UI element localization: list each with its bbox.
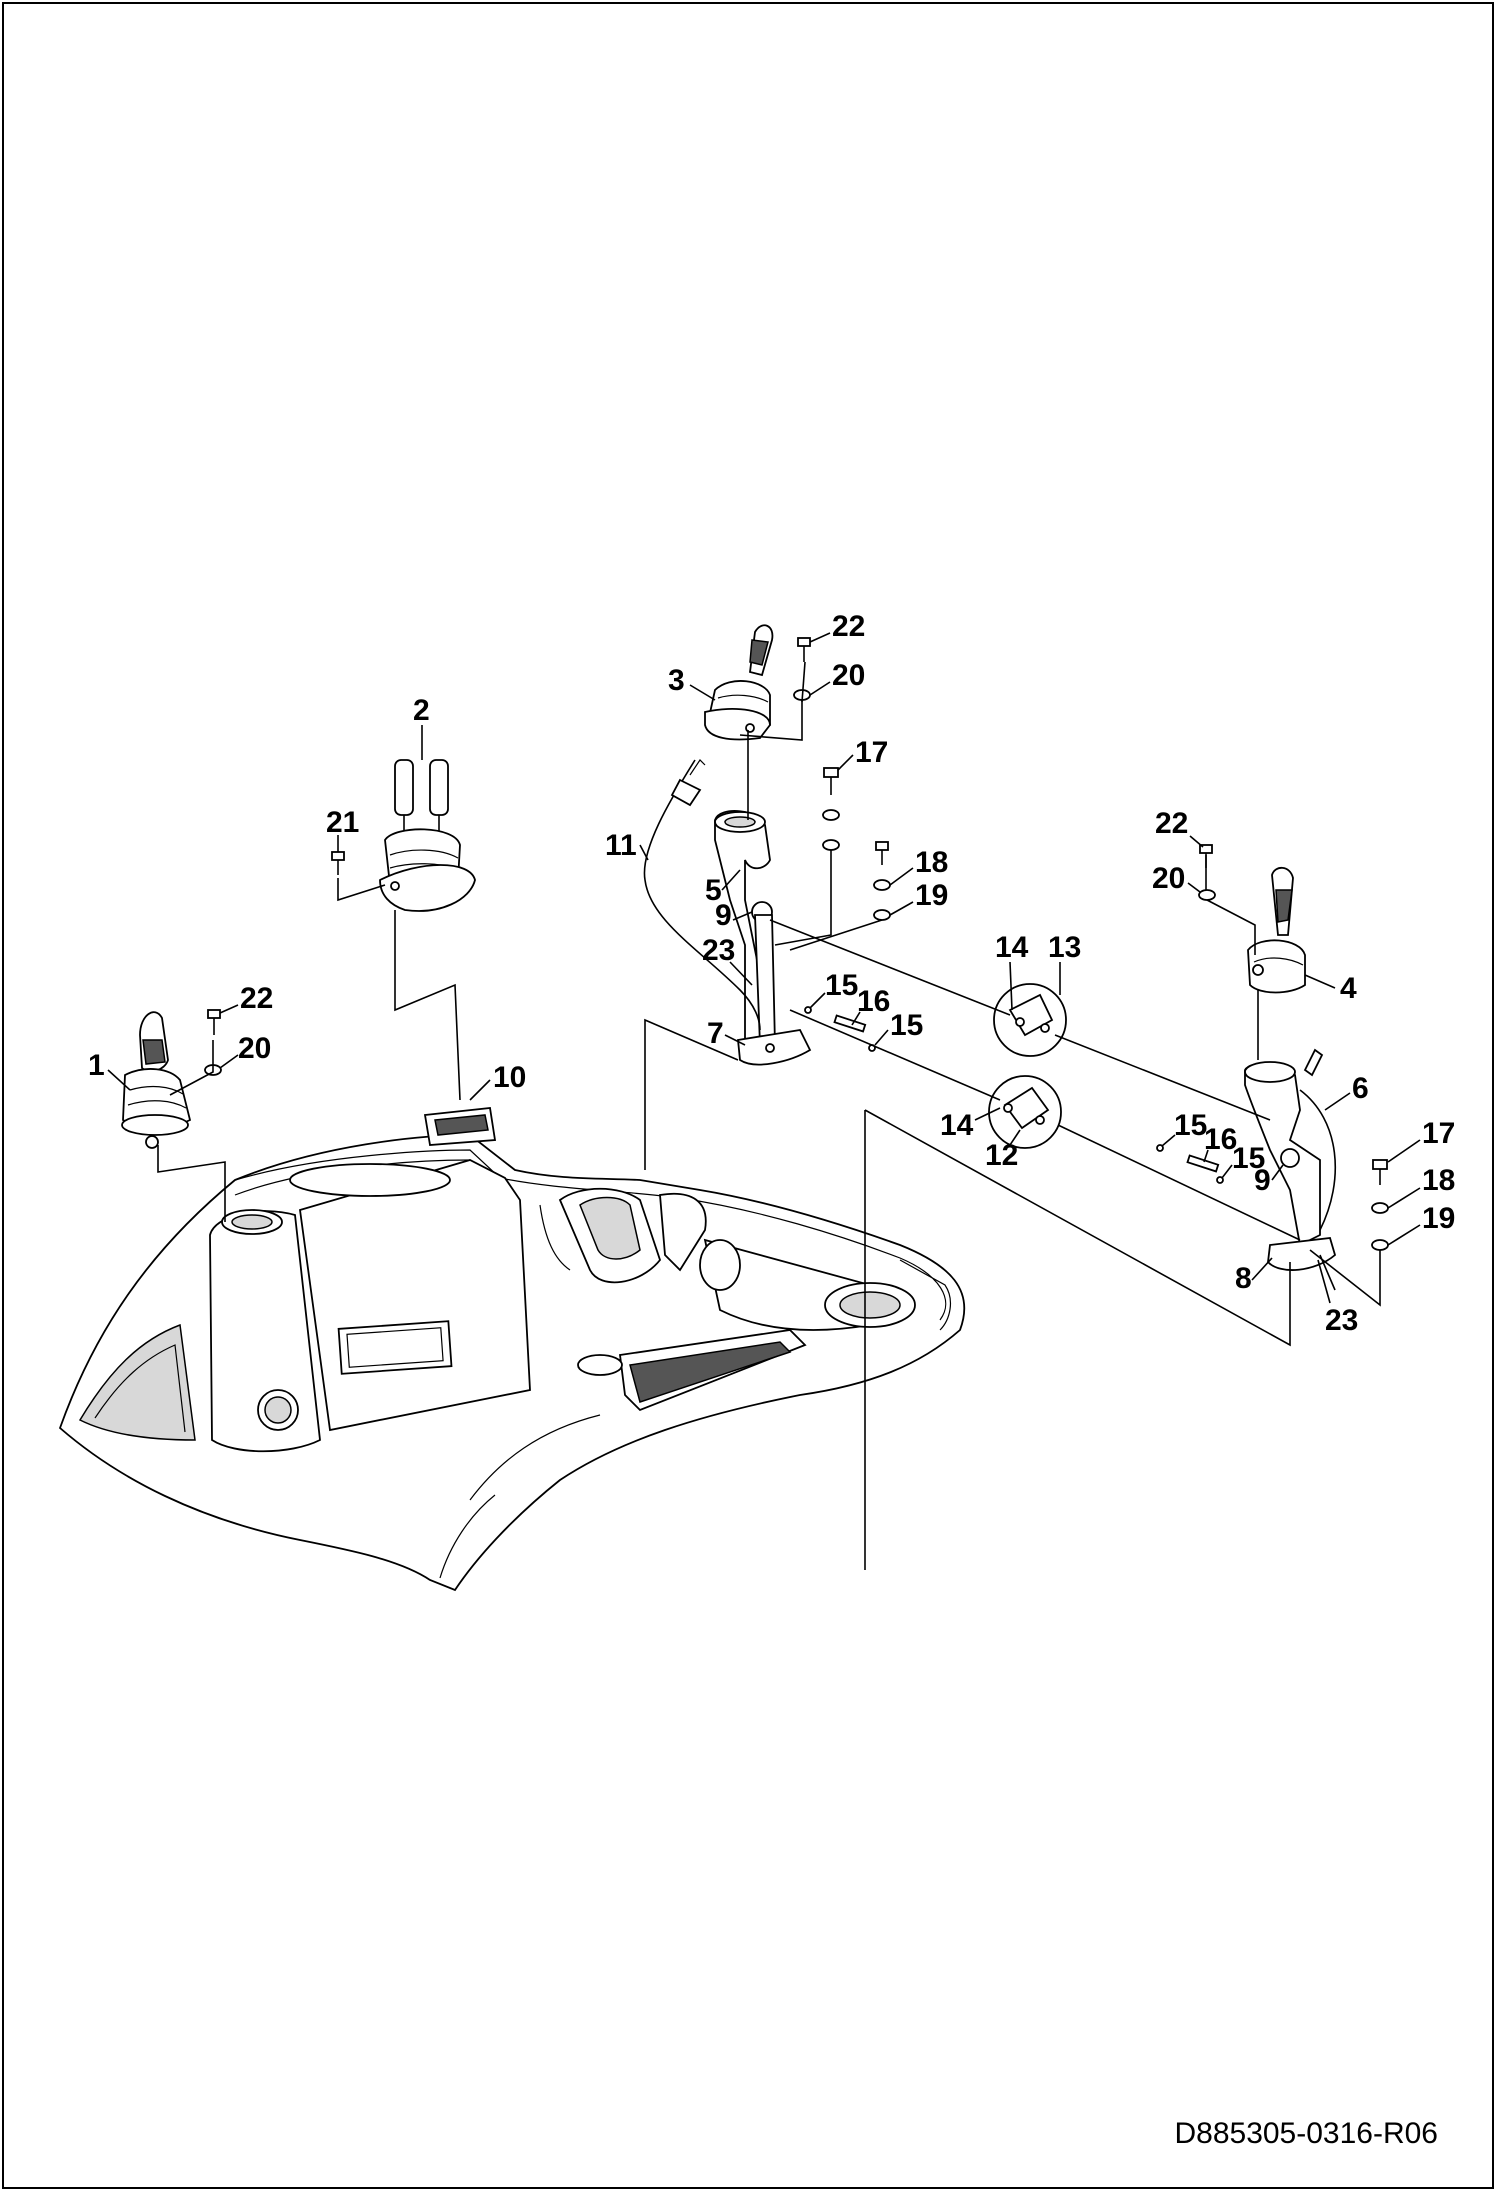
callout-14-lower: 14 [940,1109,974,1142]
callout-20-left: 20 [238,1032,271,1065]
document-id: D885305-0316-R06 [1174,2117,1438,2150]
callout-5: 5 [705,874,722,907]
callout-16-upper: 16 [857,985,890,1018]
callout-23-upper: 23 [702,934,735,967]
callout-18-right: 18 [1422,1164,1455,1197]
leader-lines [157,661,1381,1570]
callout-16-right: 16 [1204,1123,1237,1156]
bracket-right-6 [1244,1048,1337,1271]
callout-20-right: 20 [1152,862,1185,895]
callout-2: 2 [413,694,430,727]
callout-19-right: 19 [1422,1202,1455,1235]
callout-10: 10 [493,1061,526,1094]
callout-1: 1 [88,1049,105,1082]
callout-22-upper: 22 [832,610,865,643]
callout-14-upper: 14 [995,931,1029,964]
detail-circle-13 [993,983,1067,1057]
callout-9-left: 9 [715,899,732,932]
callout-15-a: 15 [825,969,858,1002]
callout-4: 4 [1340,972,1357,1005]
callout-6: 6 [1352,1072,1369,1105]
dual-lever-2 [379,759,476,912]
cable-harness-11 [643,759,761,1031]
callout-23-right: 23 [1325,1304,1358,1337]
hardware [204,637,1389,1251]
callout-13: 13 [1048,931,1081,964]
callout-labels: 1 2 3 4 5 6 7 8 9 9 10 11 12 13 14 14 15… [88,610,1455,1337]
detail-circle-12 [988,1075,1062,1149]
operator-console [58,1107,966,1592]
callout-22-left: 22 [240,982,273,1015]
callout-20-upper: 20 [832,659,865,692]
joystick-upper-3 [704,624,774,741]
callout-21: 21 [326,806,359,839]
joystick-left-1 [121,1011,192,1149]
callout-9-right: 9 [1254,1164,1271,1197]
callout-7: 7 [707,1017,724,1050]
callout-8: 8 [1235,1262,1252,1295]
bracket-left-5 [714,810,812,1066]
callout-15-b: 15 [890,1009,923,1042]
callout-19-upper: 19 [915,879,948,912]
callout-15-d: 15 [1232,1142,1265,1175]
callout-17-upper: 17 [855,736,888,769]
callout-17-right: 17 [1422,1117,1455,1150]
callout-18-upper: 18 [915,846,948,879]
joystick-right-4 [1247,866,1306,994]
callout-15-c: 15 [1174,1109,1207,1142]
callout-11: 11 [605,829,637,862]
callout-22-right: 22 [1155,807,1188,840]
callout-3: 3 [668,664,685,697]
callout-12: 12 [985,1139,1018,1172]
